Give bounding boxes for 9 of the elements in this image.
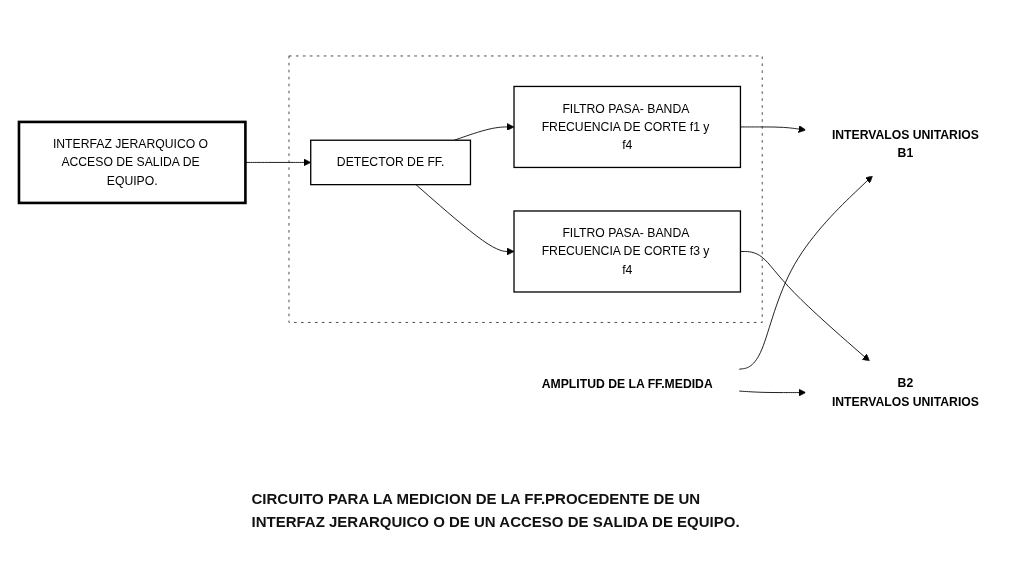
node-box: DETECTOR DE FF. — [309, 139, 471, 186]
caption: CIRCUITO PARA LA MEDICION DE LA FF.PROCEDENTE DE UN INTERFAZ JERARQUICO O DE UN ACCESO DE SALIDA DE EQUIPO. — [251, 489, 741, 532]
cluster — [288, 55, 763, 323]
node-text: AMPLITUD DE LA FF.MEDIDA — [541, 376, 713, 391]
node-text: B2 INTERVALOS UNITARIOS — [831, 376, 979, 409]
node-box: FILTRO PASA- BANDA FRECUENCIA DE CORTE f3 y f4 — [512, 210, 741, 293]
node-box: FILTRO PASA- BANDA FRECUENCIA DE CORTE f1 y f4 — [512, 85, 741, 169]
node-box: INTERFAZ JERARQUICO O ACCESO DE SALIDA DE EQUIPO. — [17, 120, 247, 205]
node-text: INTERVALOS UNITARIOS B1 — [831, 127, 979, 161]
